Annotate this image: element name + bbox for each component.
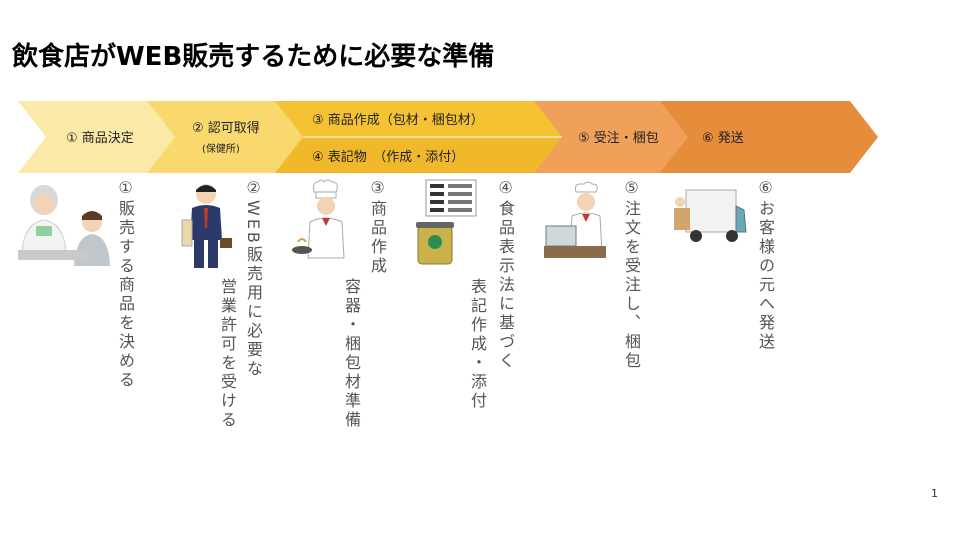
step-1-arrow [18, 101, 175, 173]
doctor-consultation-illustration [18, 185, 110, 266]
chef-laptop-illustration [544, 181, 606, 258]
food-label-illustration [416, 179, 477, 265]
step-2-arrow [147, 101, 303, 173]
page-number: 1 [931, 487, 938, 500]
detail-6-text: ⑥お客様の元へ発送 [756, 178, 775, 352]
step-5-label: ⑤ 受注・梱包 [578, 131, 659, 146]
detail-3-text-b: 容器・梱包材準備 [342, 278, 361, 430]
detail-2-text-a: ②WEB販売用に必要な [244, 178, 263, 379]
detail-5-text: ⑤注文を受注し、梱包 [622, 178, 641, 371]
delivery-truck-illustration [674, 189, 747, 242]
detail-2-text-b: 営業許可を受ける [218, 278, 237, 430]
detail-3-text-a: ③商品作成 [368, 178, 387, 276]
step-5-arrow [532, 101, 688, 173]
detail-1-text: ①販売する商品を決める [116, 178, 135, 390]
step-6-arrow [658, 101, 878, 173]
step-3-label: ③ 商品作成（包材・梱包材） [312, 113, 484, 128]
step-1-label: ① 商品決定 [66, 131, 134, 146]
step-3-arrow [275, 101, 562, 137]
step-6-label: ⑥ 発送 [702, 131, 744, 146]
detail-4-text-b: 表記作成・添付 [468, 278, 487, 411]
step-4-arrow [275, 137, 562, 173]
businessman-illustration [181, 184, 232, 268]
chef-cooking-illustration [292, 179, 345, 259]
page-title: 飲食店がWEB販売するために必要な準備 [12, 42, 495, 72]
step-4-label: ④ 表記物 （作成・添付） [312, 149, 464, 165]
detail-4-text-a: ④食品表示法に基づく [496, 178, 515, 371]
step-2-label: ② 認可取得 [192, 120, 260, 136]
step-2-sublabel: (保健所) [202, 142, 240, 155]
